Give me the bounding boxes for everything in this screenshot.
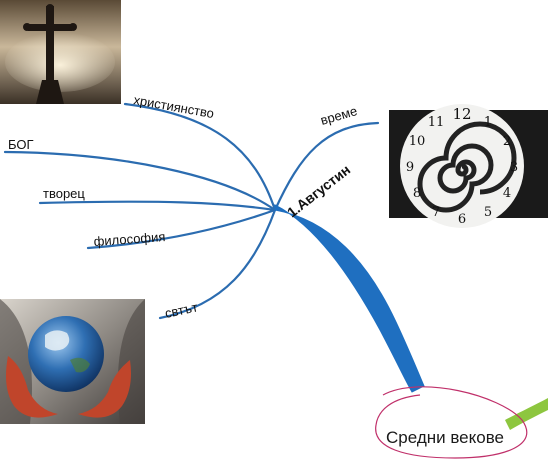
branch-label-christianity[interactable]: християнство xyxy=(132,92,215,121)
branch-label-philosophy[interactable]: философия xyxy=(93,229,166,249)
branch-line-world xyxy=(158,208,277,320)
clock-numeral: 7 xyxy=(432,205,440,220)
branch-line-time xyxy=(273,121,380,212)
clock-numeral: 5 xyxy=(484,205,492,220)
branch-line-philosophy xyxy=(86,208,277,250)
main-node-label: Средни векове xyxy=(386,428,504,447)
branch-line-creator xyxy=(38,200,277,212)
earth-in-hands-image xyxy=(0,299,145,424)
clock-numeral: 4 xyxy=(503,186,511,201)
clock-numeral: 6 xyxy=(458,212,466,227)
clock-numeral: 12 xyxy=(452,105,471,123)
cross-image xyxy=(0,0,121,104)
clock-numeral: 1 xyxy=(484,115,492,130)
central-node-label[interactable]: 1.Августин xyxy=(284,161,353,220)
branch-label-world[interactable]: свтът xyxy=(164,299,200,321)
branch-label-god[interactable]: БОГ xyxy=(8,137,34,152)
main-node-outline xyxy=(375,386,528,459)
branch-line-god xyxy=(3,150,277,212)
branch-label-creator[interactable]: творец xyxy=(43,186,85,201)
clock-numeral: 9 xyxy=(406,160,414,175)
branch-line-main xyxy=(274,204,425,393)
branch-line-christianity xyxy=(123,102,277,212)
green-branch xyxy=(505,398,548,430)
clock-numeral: 2 xyxy=(503,134,511,149)
branch-label-time[interactable]: време xyxy=(319,103,359,128)
clock-numeral: 10 xyxy=(409,134,426,149)
clock-numeral: 3 xyxy=(510,160,518,175)
branch-lines xyxy=(3,102,425,393)
main-node[interactable]: Средни векове xyxy=(375,386,528,459)
clock-numeral: 11 xyxy=(428,115,445,130)
clock-numeral: 8 xyxy=(413,186,421,201)
